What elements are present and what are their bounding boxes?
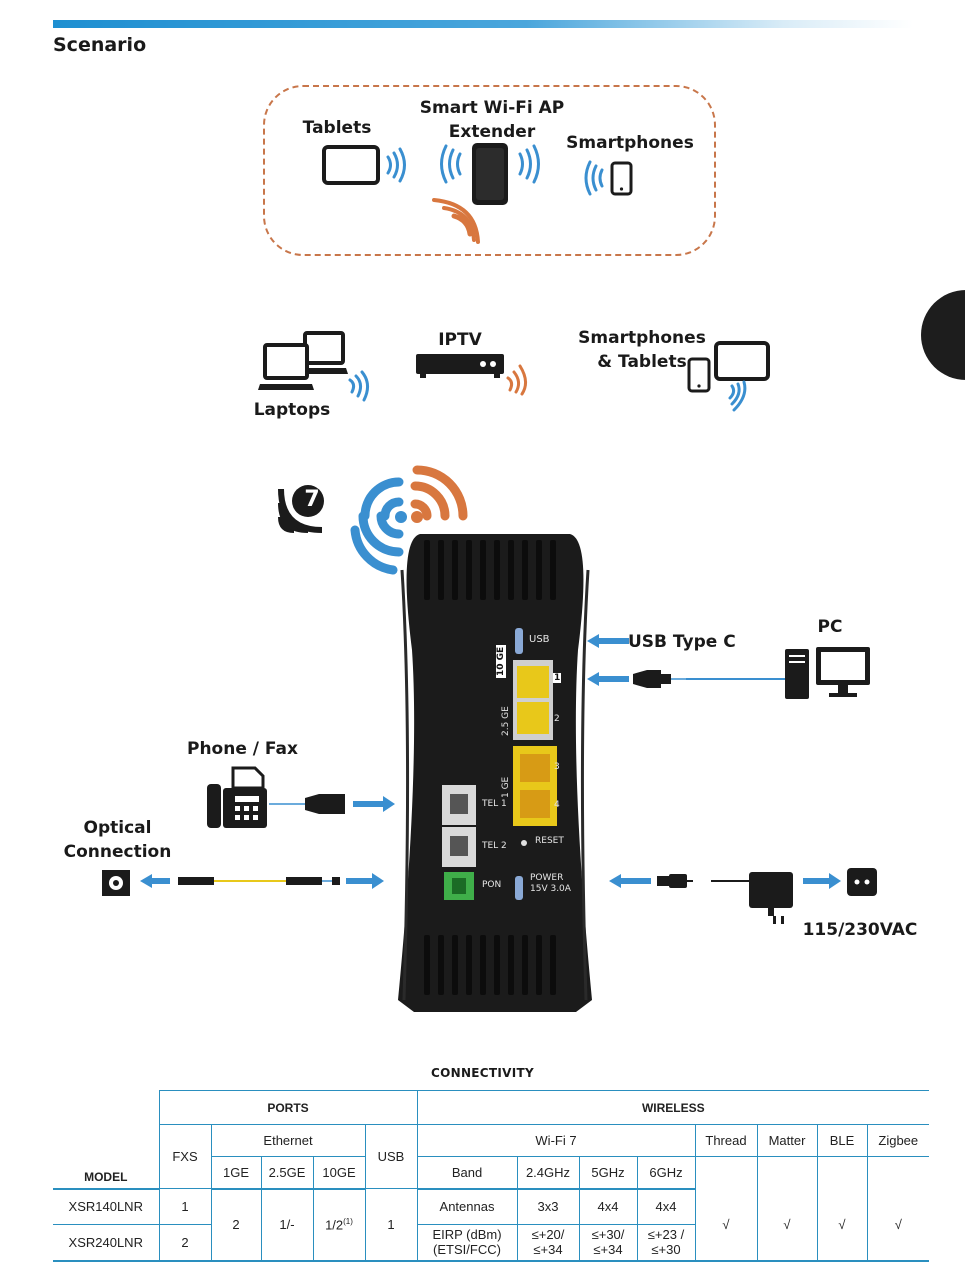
connectivity-table: PORTS WIRELESS FXS Ethernet USB Wi-Fi 7 … xyxy=(53,1090,930,1262)
usb-cell: 1 xyxy=(364,1188,417,1262)
iptv-settop-icon xyxy=(416,354,527,396)
band-5-header: 5GHz xyxy=(578,1156,637,1190)
matter-check: √ xyxy=(756,1188,817,1262)
model-header: MODEL xyxy=(53,1156,159,1190)
antenna-24-cell: 3x3 xyxy=(516,1188,579,1225)
laptops-label: Laptops xyxy=(253,400,331,420)
port-label-reset: RESET xyxy=(535,836,564,846)
band-6-header: 6GHz xyxy=(636,1156,695,1190)
wifi7-header: Wi-Fi 7 xyxy=(416,1124,695,1157)
tablets-label: Tablets xyxy=(302,118,372,138)
port-label-10ge: 10 GE xyxy=(496,644,506,678)
power-adapter-icon xyxy=(609,868,877,924)
fxs-header: FXS xyxy=(158,1124,211,1189)
port-number-2: 2 xyxy=(554,714,560,724)
port-number-3: 3 xyxy=(554,762,560,772)
fxs-cell: 2 xyxy=(158,1224,211,1262)
table-row: XSR240LNR 2 EIRP (dBm)(ETSI/FCC) ≤+20/≤+… xyxy=(53,1224,929,1262)
extender-device-icon xyxy=(432,143,540,244)
zigbee-check: √ xyxy=(866,1188,930,1262)
ge1-cell: 2 xyxy=(210,1188,261,1262)
eirp-6-cell: ≤+23 /≤+30 xyxy=(636,1224,695,1262)
thread-check: √ xyxy=(694,1188,757,1262)
extender-label: Smart Wi-Fi AP Extender xyxy=(419,98,565,142)
eirp-label: EIRP (dBm)(ETSI/FCC) xyxy=(416,1224,517,1262)
ethernet-header: Ethernet xyxy=(210,1124,365,1157)
band-header: Band xyxy=(416,1156,517,1190)
phone-fax-icon xyxy=(207,766,395,828)
power-spec-label: 115/230VAC xyxy=(802,920,918,940)
ge10-cell: 1/2(1) xyxy=(312,1188,365,1262)
ports-header: PORTS xyxy=(158,1090,417,1125)
usb-header: USB xyxy=(364,1124,417,1189)
table-title: CONNECTIVITY xyxy=(431,1066,534,1080)
fxs-cell: 1 xyxy=(158,1188,211,1225)
page-title: Scenario xyxy=(53,34,147,56)
usb-type-c-label: USB Type C xyxy=(628,632,736,652)
smartphone-icon xyxy=(584,160,633,196)
eirp-24-cell: ≤+20/≤+34 xyxy=(516,1224,579,1262)
thread-header: Thread xyxy=(694,1124,757,1157)
router-device xyxy=(398,534,592,1012)
port-label-pon: PON xyxy=(482,880,502,890)
wifi-signal-icon xyxy=(350,465,468,575)
tablet-icon xyxy=(322,145,406,185)
wifi7-badge-icon xyxy=(278,485,324,533)
pc-icon xyxy=(785,647,870,699)
section-tab xyxy=(921,290,965,380)
optical-connection-label: Optical Connection xyxy=(63,818,172,862)
header-bar xyxy=(53,20,913,28)
phone-fax-label: Phone / Fax xyxy=(187,739,298,759)
port-label-power: POWER 15V 3.0A xyxy=(530,873,571,894)
pc-label: PC xyxy=(817,617,843,637)
band-24-header: 2.4GHz xyxy=(516,1156,579,1190)
port-number-1: 1 xyxy=(553,673,562,683)
model-cell: XSR240LNR xyxy=(53,1224,159,1262)
phones-tablets-label: Smartphones & Tablets xyxy=(578,328,706,372)
port-label-1ge: 1 GE xyxy=(501,776,511,798)
eth-25ge-header: 2.5GE xyxy=(260,1156,313,1190)
ge25-cell: 1/- xyxy=(260,1188,313,1262)
laptops-icon xyxy=(258,331,369,402)
port-number-4: 4 xyxy=(554,800,560,810)
antennas-label: Antennas xyxy=(416,1188,517,1225)
zigbee-header: Zigbee xyxy=(866,1124,930,1157)
matter-header: Matter xyxy=(756,1124,817,1157)
antenna-5-cell: 4x4 xyxy=(578,1188,637,1225)
ble-header: BLE xyxy=(816,1124,867,1157)
ble-check: √ xyxy=(816,1188,867,1262)
wifi7-badge-number: 7 xyxy=(304,487,320,512)
smartphones-label: Smartphones xyxy=(566,133,694,153)
table-row: XSR140LNR 1 2 1/- 1/2(1) 1 Antennas 3x3 … xyxy=(53,1188,930,1262)
port-label-tel2: TEL 2 xyxy=(482,841,507,851)
port-label-tel1: TEL 1 xyxy=(482,799,507,809)
eth-1ge-header: 1GE xyxy=(210,1156,261,1190)
antenna-6-cell: 4x4 xyxy=(636,1188,695,1225)
wireless-header: WIRELESS xyxy=(416,1090,930,1125)
ethernet-cable xyxy=(686,678,786,680)
iptv-label: IPTV xyxy=(438,330,482,350)
port-label-25ge: 2.5 GE xyxy=(501,706,511,736)
eirp-5-cell: ≤+30/≤+34 xyxy=(578,1224,637,1262)
optical-cable-icon xyxy=(102,870,384,896)
phone-tablet-icon xyxy=(687,341,770,412)
model-cell: XSR140LNR xyxy=(53,1188,159,1225)
extender-scenario-box xyxy=(263,85,716,256)
port-label-usb: USB xyxy=(529,634,550,645)
eth-10ge-header: 10GE xyxy=(312,1156,365,1190)
